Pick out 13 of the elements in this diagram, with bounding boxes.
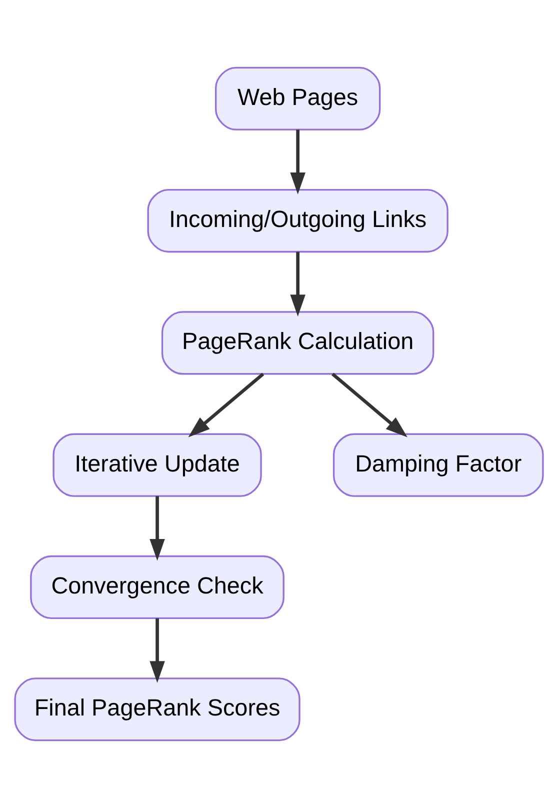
arrow	[188, 372, 264, 437]
arrow	[290, 251, 306, 316]
node-box: Damping Factor	[332, 432, 544, 496]
node-box: Incoming/Outgoing Links	[147, 188, 448, 252]
arrow	[150, 496, 165, 560]
arrow	[150, 618, 165, 682]
node-box: PageRank Calculation	[161, 310, 434, 374]
node-box: Final PageRank Scores	[14, 677, 300, 741]
node-box: Iterative Update	[52, 432, 262, 496]
arrow	[290, 129, 306, 194]
arrow	[331, 372, 408, 437]
node-box: Convergence Check	[30, 554, 284, 618]
node-box: Web Pages	[215, 66, 381, 130]
